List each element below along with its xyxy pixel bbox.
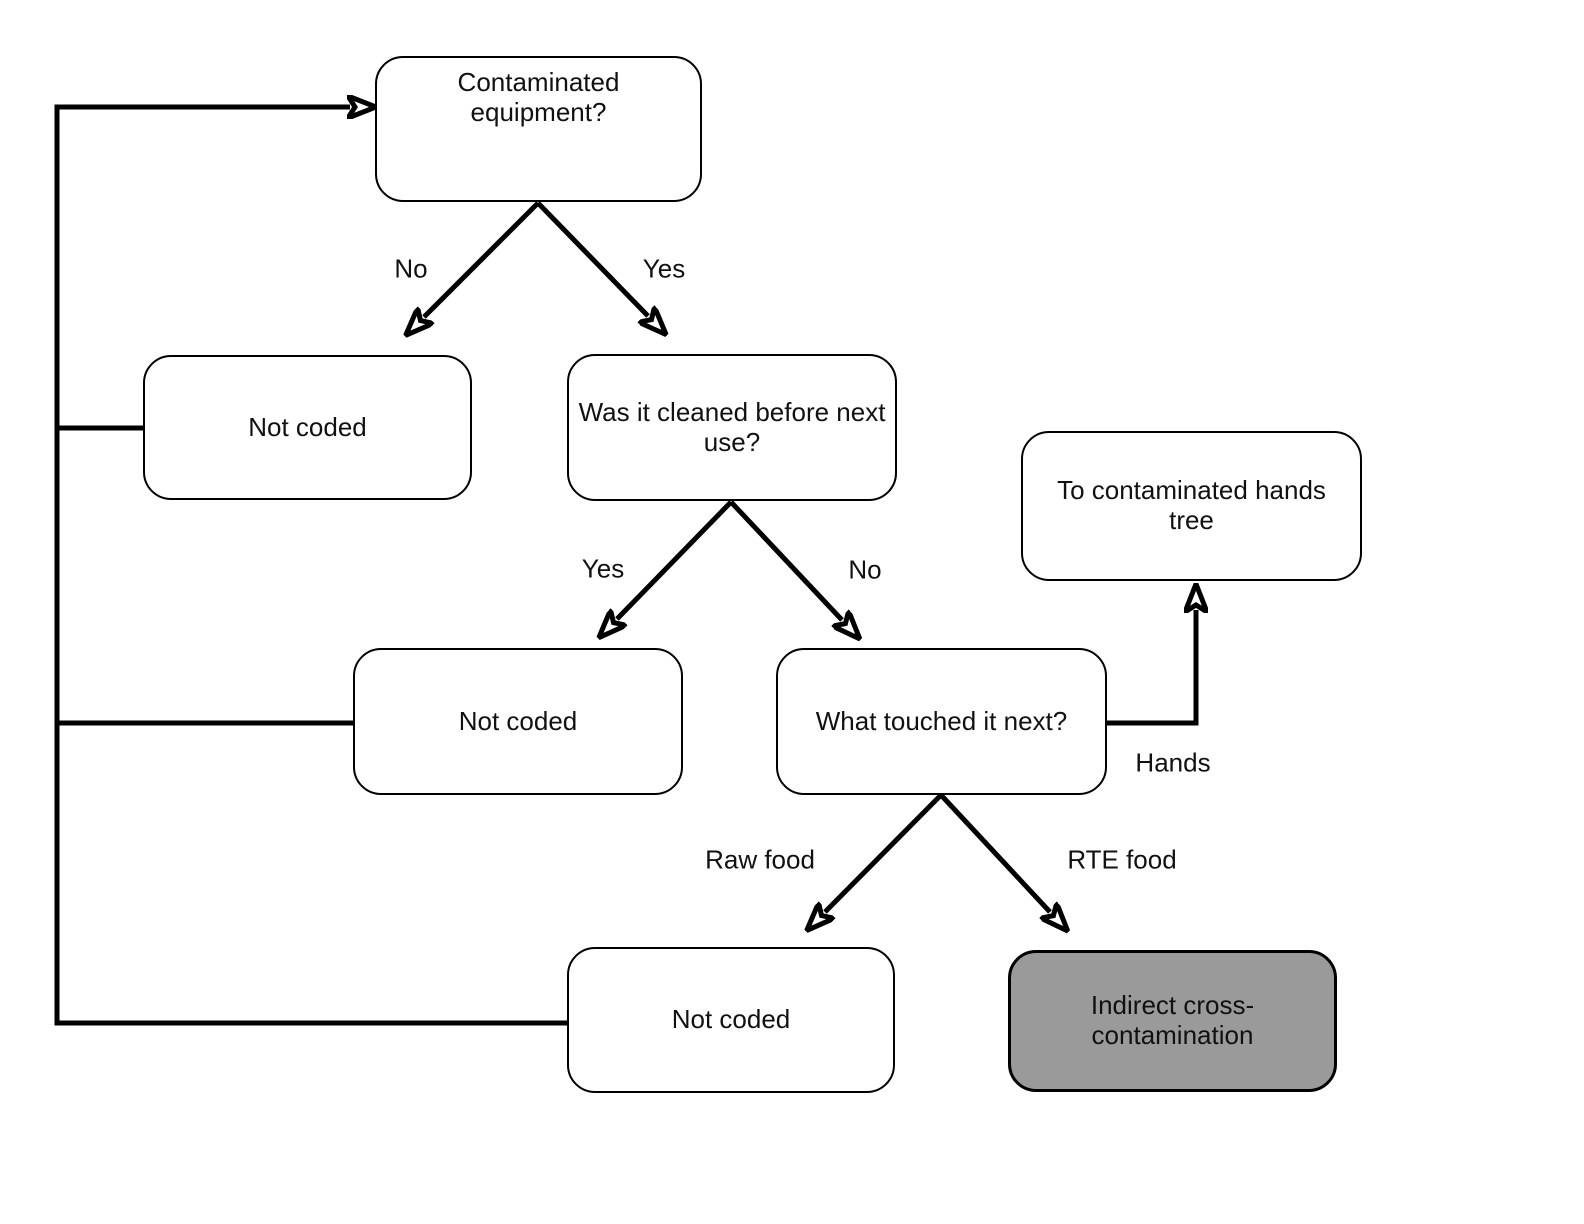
node-label: What touched it next? xyxy=(815,705,1068,736)
node-what-touched-next: What touched it next? xyxy=(776,648,1107,795)
edge-label-no-1: No xyxy=(394,253,428,284)
edge-label-yes-1: Yes xyxy=(642,253,686,284)
edge-label-yes-2: Yes xyxy=(581,553,625,584)
edge-label-no-2: No xyxy=(848,554,882,585)
edge-touched-hands xyxy=(1107,610,1196,726)
node-indirect-cross-contamination: Indirect cross-contamination xyxy=(1008,950,1337,1092)
edge-contaminated-yes xyxy=(536,201,648,316)
edge-contaminated-no xyxy=(424,201,540,317)
node-label: Indirect cross-contamination xyxy=(1090,990,1255,1050)
edge-touched-rawfood xyxy=(825,793,943,912)
node-label: Not coded xyxy=(248,411,367,442)
edge-touched-rtefood xyxy=(939,793,1050,912)
edge-feedback-loop xyxy=(54,107,567,1026)
edge-label-hands: Hands xyxy=(1135,747,1211,778)
node-not-coded-1: Not coded xyxy=(143,355,472,500)
node-to-contaminated-hands-tree: To contaminated hands tree xyxy=(1021,431,1362,581)
node-label: Not coded xyxy=(458,705,578,736)
edge-cleaned-yes xyxy=(617,500,733,619)
node-was-it-cleaned: Was it cleaned before next use? xyxy=(567,354,897,501)
node-label: Contaminated equipment? xyxy=(457,67,620,127)
node-contaminated-equipment: Contaminated equipment? xyxy=(375,56,702,202)
edge-cleaned-no xyxy=(729,500,842,620)
node-label: Not coded xyxy=(671,1004,791,1035)
node-label: Was it cleaned before next use? xyxy=(578,396,886,457)
node-label: To contaminated hands tree xyxy=(1057,475,1326,535)
node-not-coded-3: Not coded xyxy=(567,947,895,1093)
node-not-coded-2: Not coded xyxy=(353,648,683,795)
edge-label-rte-food: RTE food xyxy=(1067,844,1177,875)
edge-label-raw-food: Raw food xyxy=(705,844,815,875)
